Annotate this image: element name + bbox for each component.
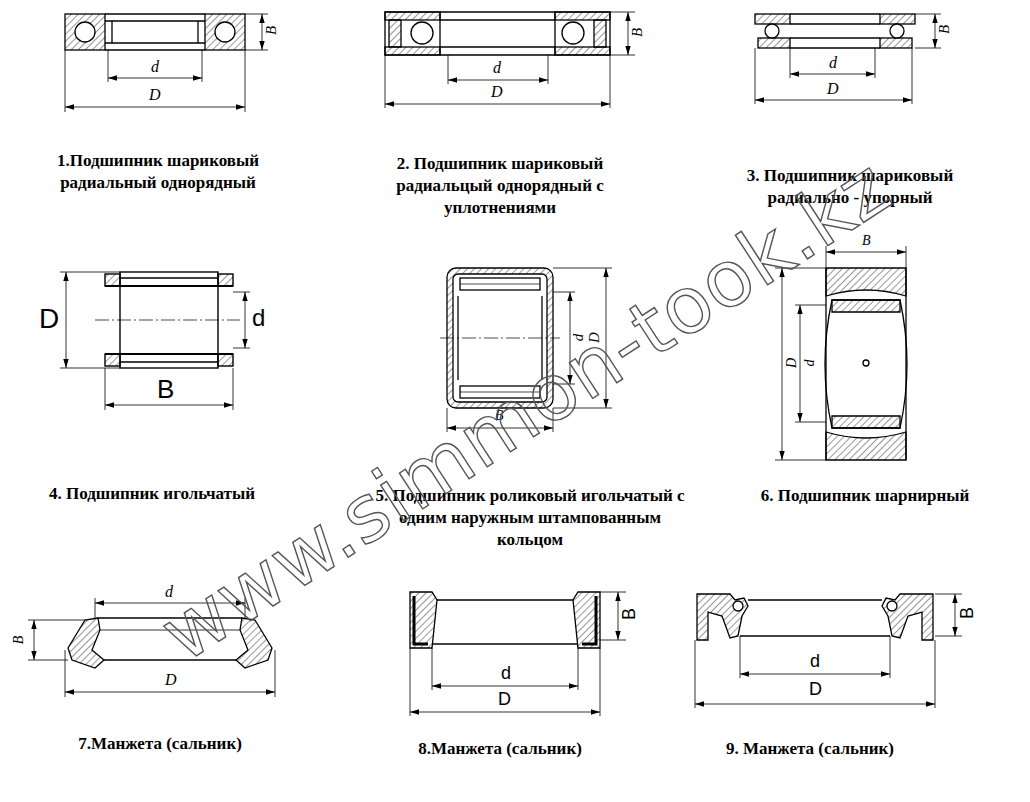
dimension-label: d [500,664,512,682]
dimension-lines-1 [65,14,268,112]
dimension-lines-9 [695,594,962,708]
dimension-label: D [164,672,178,688]
dimension-lines-8 [410,592,626,716]
dimension-label: B [620,607,638,621]
dimension-label: D [808,680,823,698]
ball-bearing-1 [65,14,245,50]
dimension-label: B [958,606,976,620]
dimension-label: d [251,306,266,330]
dimension-label: D [826,81,840,97]
dimension-label: d [828,55,838,71]
dimension-label: D [148,87,162,103]
dimension-label: B [264,25,279,36]
caption: 1.Подшипник шариковый радиальный одноряд… [18,150,298,194]
caption: 6. Подшипник шарнирный [715,485,1015,507]
caption: 8.Манжета (сальник) [360,738,640,760]
dimension-lines-4 [60,272,250,410]
watermark: www.simmon-took.kz [148,146,902,674]
dimension-label: D [38,305,60,333]
dimension-lines-3 [755,14,941,104]
dimension-label: d [803,359,817,368]
dimension-label: d [492,60,502,76]
dimension-label: D [490,84,504,100]
sealed-ball-bearing-2 [385,12,610,55]
needle-bearing-4 [95,272,240,368]
dimension-label: D [785,357,799,369]
caption: 4. Подшипник игольчатый [2,483,302,505]
dimension-label: B [156,376,175,402]
dimension-label: B [937,24,952,35]
dimension-label: B [12,635,26,646]
dimension-label: d [809,652,821,670]
dimension-lines-2 [385,12,635,108]
shaft-seal-8 [410,592,600,648]
caption: 7.Манжета (сальник) [20,733,300,755]
caption: 9. Манжета (сальник) [670,738,950,760]
dimension-label: d [150,59,160,75]
caption: 2. Подшипник шариковый радиальцый одноря… [360,153,640,218]
dimension-label: D [497,690,512,708]
dimension-label: B [630,27,645,38]
angular-ball-bearing-3 [755,14,915,48]
shaft-seal-9 [697,594,933,640]
spherical-plain-bearing-6 [825,268,907,460]
